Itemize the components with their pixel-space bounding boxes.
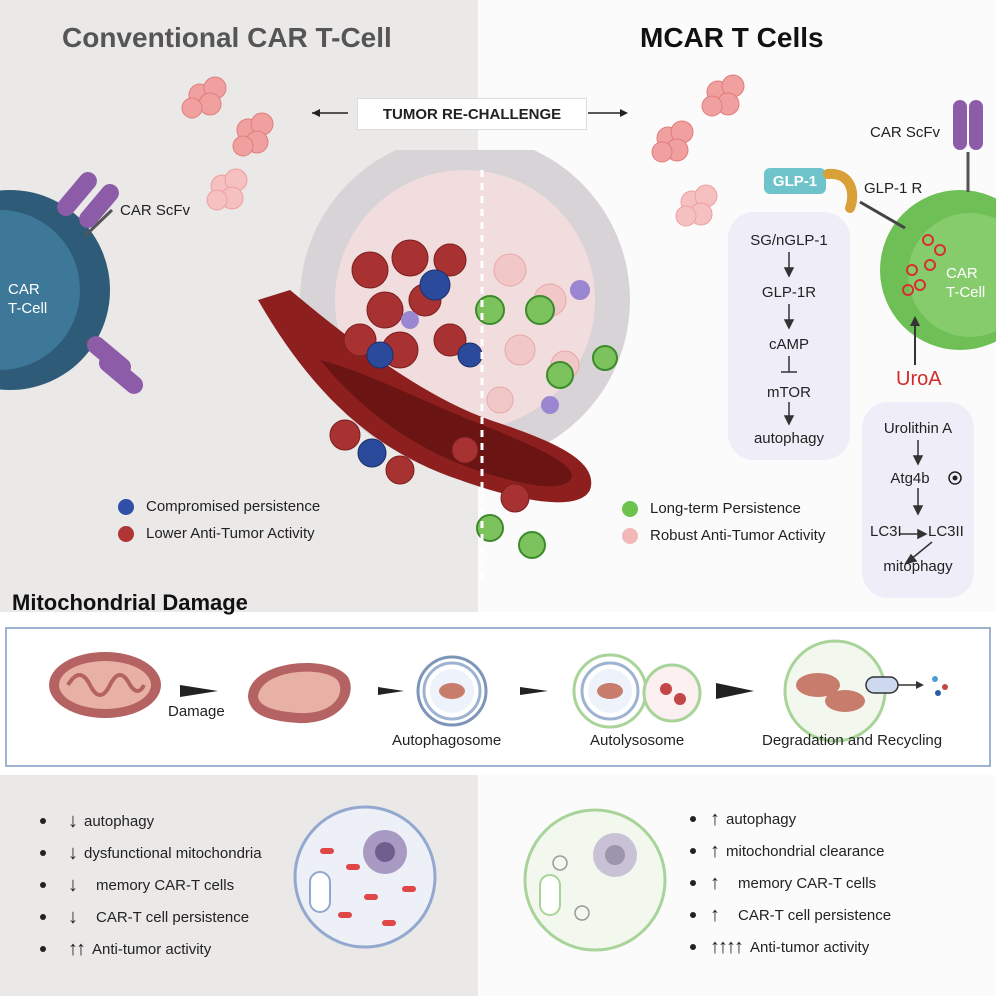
urolithin-pathway-arrows bbox=[900, 440, 962, 565]
rechallenge-arrows bbox=[312, 109, 628, 117]
pathway2-step: LC3I bbox=[870, 523, 902, 540]
left-outcomes-list: ↓ autophagy ↓ dysfunctional mitochondria ↓… bbox=[40, 805, 262, 965]
list-item-text: autophagy bbox=[726, 810, 797, 828]
list-item-text: CAR-T cell persistence bbox=[738, 906, 892, 924]
tumor-cluster-icon bbox=[675, 184, 718, 227]
change-arrow-icon: ↑ bbox=[710, 839, 720, 862]
tumor-cluster-icon bbox=[181, 76, 227, 119]
left-cell-label-line1: CAR bbox=[8, 281, 40, 298]
pathway1-step: SG/nGLP-1 bbox=[750, 232, 828, 249]
legend-item: Lower Anti-Tumor Activity bbox=[118, 525, 320, 542]
pathway1-step: mTOR bbox=[767, 384, 811, 401]
right-cell-label-line1: CAR bbox=[946, 265, 978, 282]
pathway2-step: Urolithin A bbox=[883, 420, 953, 437]
legend-item: Long-term Persistence bbox=[622, 500, 825, 517]
tumor-cluster-icon bbox=[651, 120, 694, 163]
left-title: Conventional CAR T-Cell bbox=[62, 22, 392, 53]
list-item: ↑↑↑↑ Anti-tumor activity bbox=[690, 931, 891, 963]
left-cell-label: CAR T-Cell bbox=[8, 280, 47, 318]
left-car-scfv-label: CAR ScFv bbox=[120, 202, 191, 219]
list-item-text: CAR-T cell persistence bbox=[96, 908, 250, 926]
change-arrow-icon: ↓ bbox=[68, 873, 78, 896]
tumor-vessel-illustration bbox=[258, 150, 630, 580]
uroa-label: UroA bbox=[896, 368, 942, 390]
list-item: ↑ autophagy bbox=[690, 803, 891, 835]
legend-label: Long-term Persistence bbox=[650, 500, 801, 517]
tumor-cluster-icon bbox=[232, 112, 274, 157]
legend-swatch bbox=[118, 525, 134, 542]
step-autolysosome-label: Autolysosome bbox=[590, 732, 685, 749]
legend-label: Lower Anti-Tumor Activity bbox=[146, 525, 315, 542]
list-item-text: dysfunctional mitochondria bbox=[84, 844, 262, 862]
list-item: ↑↑ Anti-tumor activity bbox=[40, 933, 262, 965]
change-arrow-icon: ↑↑ bbox=[68, 937, 86, 960]
list-item-text: Anti-tumor activity bbox=[750, 938, 870, 956]
pathway2-step: mitophagy bbox=[883, 558, 953, 575]
right-outcomes-list: ↑ autophagy ↑ mitochondrial clearance ↑ mem… bbox=[690, 803, 891, 963]
left-cell-illustration bbox=[293, 805, 437, 949]
list-item: ↓ memory CAR-T cells bbox=[40, 869, 262, 901]
legend-label: Robust Anti-Tumor Activity bbox=[650, 527, 826, 544]
legend-left: Compromised persistence Lower Anti-Tumor… bbox=[118, 498, 320, 542]
step-damage-label: Damage bbox=[168, 703, 225, 720]
left-car-t-cell bbox=[0, 171, 144, 394]
glp1-pathway-arrows bbox=[781, 252, 797, 426]
change-arrow-icon: ↓ bbox=[68, 905, 78, 928]
legend-right: Long-term Persistence Robust Anti-Tumor … bbox=[622, 500, 825, 544]
pathway1-step: cAMP bbox=[768, 336, 809, 353]
right-title: MCAR T Cells bbox=[640, 22, 824, 53]
change-arrow-icon: ↑ bbox=[710, 807, 720, 830]
list-item: ↑ mitochondrial clearance bbox=[690, 835, 891, 867]
list-item: ↓ dysfunctional mitochondria bbox=[40, 837, 262, 869]
pathway2-step: Atg4b bbox=[890, 470, 930, 487]
glp1-ligand-badge: GLP-1 bbox=[764, 168, 826, 194]
glp1-receptor-label: GLP-1 R bbox=[864, 180, 923, 197]
pathway2-step: LC3II bbox=[928, 523, 964, 540]
glp1-receptor-icon bbox=[823, 168, 858, 213]
pathway1-step: GLP-1R bbox=[761, 284, 817, 301]
tumor-rechallenge-label: TUMOR RE-CHALLENGE bbox=[357, 98, 587, 130]
list-item-text: autophagy bbox=[84, 812, 155, 830]
legend-item: Robust Anti-Tumor Activity bbox=[622, 527, 825, 544]
legend-swatch bbox=[118, 498, 134, 515]
change-arrow-icon: ↑ bbox=[710, 871, 720, 894]
list-item-text: Anti-tumor activity bbox=[92, 940, 212, 958]
change-arrow-icon: ↓ bbox=[68, 809, 78, 832]
right-car-scfv-label: CAR ScFv bbox=[870, 124, 941, 141]
legend-swatch bbox=[622, 527, 638, 544]
list-item-text: memory CAR-T cells bbox=[738, 874, 877, 892]
step-degradation-label: Degradation and Recycling bbox=[762, 732, 943, 749]
left-cell-label-line2: T-Cell bbox=[8, 300, 48, 317]
right-cell-label-line2: T-Cell bbox=[946, 284, 986, 301]
list-item-text: mitochondrial clearance bbox=[726, 842, 885, 860]
change-arrow-icon: ↓ bbox=[68, 841, 78, 864]
list-item: ↓ autophagy bbox=[40, 805, 262, 837]
list-item-text: memory CAR-T cells bbox=[96, 876, 235, 894]
legend-item: Compromised persistence bbox=[118, 498, 320, 515]
mito-damage-sequence bbox=[49, 639, 948, 743]
tumor-cluster-icon bbox=[206, 168, 248, 211]
mito-damage-title: Mitochondrial Damage bbox=[12, 590, 248, 615]
pathway1-step: autophagy bbox=[753, 430, 825, 447]
step-autophagosome-label: Autophagosome bbox=[392, 732, 502, 749]
right-cell-label: CAR T-Cell bbox=[946, 264, 985, 302]
tumor-cluster-icons bbox=[181, 74, 745, 227]
list-item: ↑ CAR-T cell persistence bbox=[690, 899, 891, 931]
list-item: ↑ memory CAR-T cells bbox=[690, 867, 891, 899]
change-arrow-icon: ↑↑↑↑ bbox=[710, 935, 744, 958]
tumor-cluster-icon bbox=[701, 74, 745, 117]
legend-label: Compromised persistence bbox=[146, 498, 321, 515]
list-item: ↓ CAR-T cell persistence bbox=[40, 901, 262, 933]
right-cell-illustration bbox=[523, 808, 667, 952]
change-arrow-icon: ↑ bbox=[710, 903, 720, 926]
right-car-t-cell bbox=[859, 100, 996, 365]
legend-swatch bbox=[622, 500, 638, 517]
